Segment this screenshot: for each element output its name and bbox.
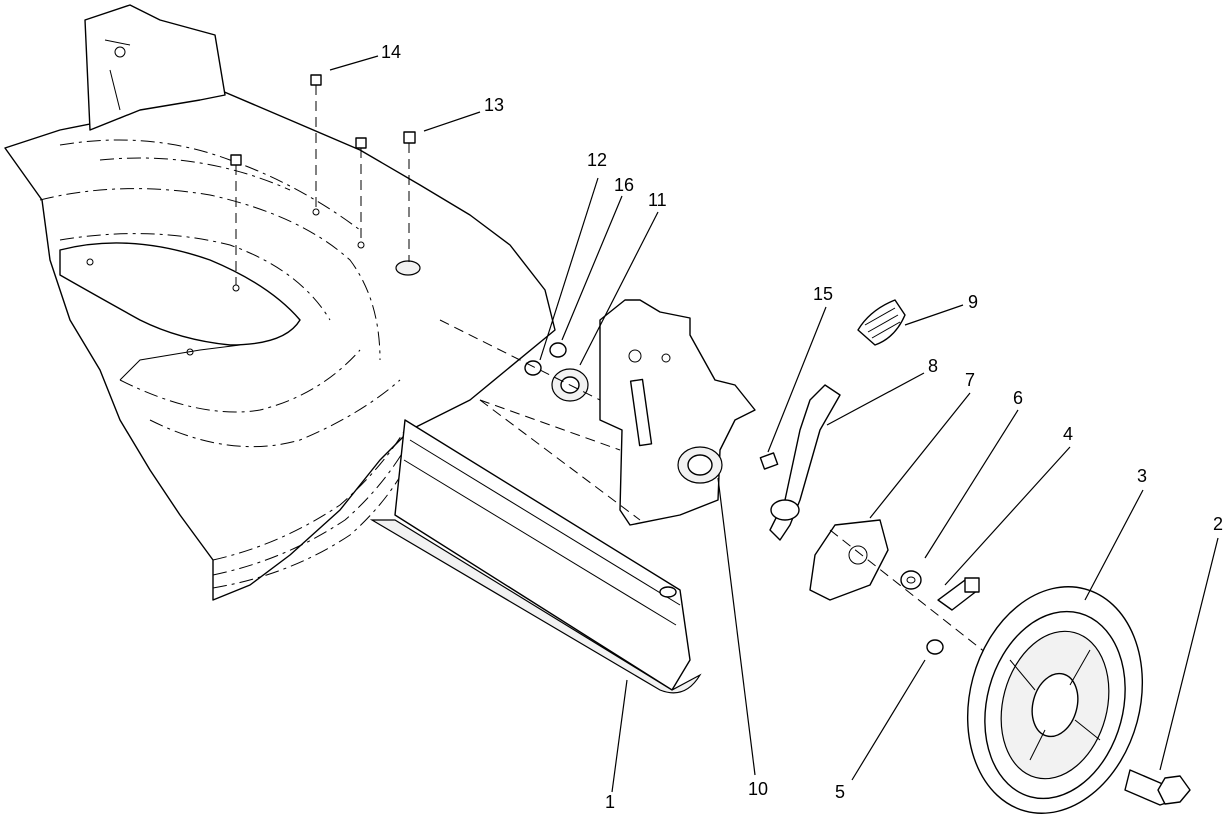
callout-12: 12 [587, 150, 607, 170]
leader-11 [579, 211, 659, 366]
wheel [966, 586, 1191, 814]
callout-15: 15 [813, 284, 833, 304]
callout-16: 16 [614, 175, 634, 195]
callout-1: 1 [605, 792, 615, 812]
callout-9: 9 [968, 292, 978, 312]
callout-8: 8 [928, 356, 938, 376]
height-adjust-lever [759, 299, 906, 541]
leader-4 [944, 446, 1071, 586]
callout-2: 2 [1213, 514, 1223, 534]
leader-14 [329, 55, 379, 71]
leader-10 [717, 477, 756, 776]
callout-labels: 1 2 3 4 5 6 7 8 9 10 11 12 13 14 15 16 [329, 42, 1223, 812]
leader-3 [1084, 489, 1144, 601]
carriage-bolts [230, 74, 416, 285]
leader-8 [826, 372, 925, 426]
leader-6 [924, 409, 1019, 559]
leader-2 [1159, 537, 1219, 771]
rear-flap [369, 419, 702, 694]
leader-1 [611, 679, 628, 793]
leader-5 [851, 659, 926, 781]
nut-spacer-assembly [439, 319, 601, 402]
leader-15 [767, 306, 827, 453]
callout-14: 14 [381, 42, 401, 62]
callout-6: 6 [1013, 388, 1023, 408]
callout-4: 4 [1063, 424, 1073, 444]
height-adjust-bracket [479, 299, 756, 526]
leader-7 [869, 392, 971, 519]
mower-deck-housing [4, 4, 556, 601]
callout-5: 5 [835, 782, 845, 802]
leader-9 [904, 304, 964, 326]
callout-3: 3 [1137, 466, 1147, 486]
leader-13 [423, 111, 481, 132]
callout-13: 13 [484, 95, 504, 115]
callout-7: 7 [965, 370, 975, 390]
leader-12 [539, 177, 599, 361]
leader-16 [561, 195, 623, 341]
callout-10: 10 [748, 779, 768, 799]
callout-11: 11 [648, 190, 667, 210]
wheel-bracket-hardware [809, 519, 996, 661]
